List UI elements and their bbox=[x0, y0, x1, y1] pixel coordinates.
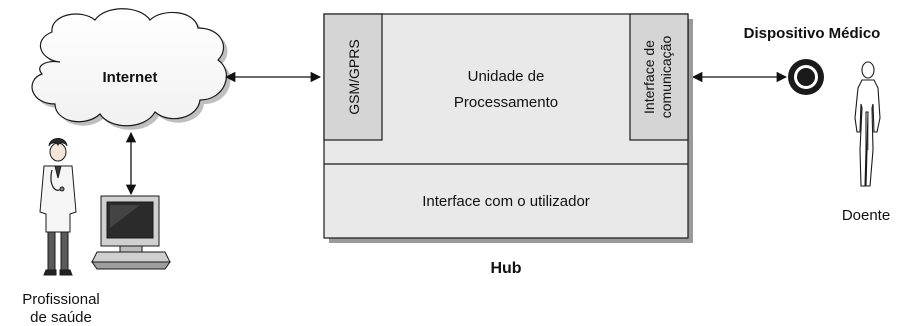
user-interface-label: Interface com o utilizador bbox=[422, 193, 590, 210]
hub-box: GSM/GPRS Interface de comunicação Unidad… bbox=[323, 13, 693, 243]
computer-icon bbox=[91, 195, 171, 270]
internet-cloud: Internet bbox=[31, 8, 231, 130]
patient-label: Doente bbox=[842, 207, 890, 224]
doctor-icon bbox=[39, 138, 77, 276]
gsm-label: GSM/GPRS bbox=[346, 39, 362, 114]
medical-device-icon bbox=[788, 59, 824, 95]
comm-label-line2: comunicação bbox=[658, 36, 674, 119]
hub-label: Hub bbox=[490, 260, 521, 277]
internet-label: Internet bbox=[102, 69, 157, 86]
professional-label-line1: Profissional bbox=[22, 291, 100, 308]
comm-panel bbox=[629, 13, 689, 141]
comm-label-line1: Interface de bbox=[641, 40, 657, 114]
processing-label-line2: Processamento bbox=[454, 94, 558, 111]
processing-label-line1: Unidade de bbox=[468, 68, 545, 85]
patient-icon bbox=[854, 61, 881, 187]
professional-label-line2: de saúde bbox=[30, 309, 92, 326]
device-label: Dispositivo Médico bbox=[744, 25, 881, 42]
gsm-panel bbox=[323, 13, 383, 141]
